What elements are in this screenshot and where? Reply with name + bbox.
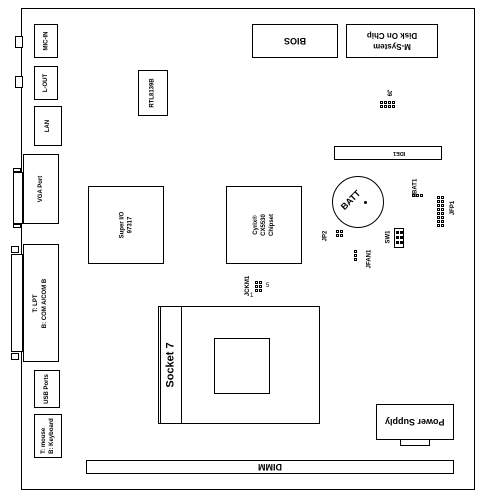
battery-label: BATT xyxy=(338,188,363,212)
ide1-connector: IDE1 xyxy=(334,146,442,160)
chipset-model-label: CX5530 xyxy=(260,214,267,236)
socket-7-inner xyxy=(214,338,270,394)
ide1-label: IDE1 xyxy=(392,150,405,156)
super-io-label: Super I/O xyxy=(118,211,125,239)
usb-ports-connector: USB Ports xyxy=(34,370,60,408)
mic-in-label: MIC-IN xyxy=(43,31,49,51)
vga-port-tab xyxy=(13,172,23,224)
bios-label: BIOS xyxy=(283,36,306,46)
jckm1-pin1-label: 1 xyxy=(250,293,254,299)
cx5530-chipset: Cyrix® CX5530 Chipset xyxy=(226,186,302,264)
disk-on-chip: M-System Disk On Chip xyxy=(346,24,438,58)
m-system-label: M-System xyxy=(373,42,411,51)
rtl8139b-label: RTL8139B xyxy=(150,78,156,108)
j9-label: J9 xyxy=(385,89,392,97)
mic-in-connector: MIC-IN xyxy=(34,24,58,58)
battery: BATT xyxy=(332,176,384,228)
jbat1-label: JBAT1 xyxy=(412,178,419,198)
jp2-label: JP2 xyxy=(322,230,329,242)
l-out-label: L-OUT xyxy=(42,73,49,93)
disk-on-chip-label: Disk On Chip xyxy=(366,31,418,40)
vga-port-connector: VGA Port xyxy=(23,154,59,224)
lpt-port-screw-top xyxy=(11,246,19,253)
power-supply-latch xyxy=(400,440,430,446)
lan-connector: LAN xyxy=(34,106,62,146)
sw1-switch xyxy=(394,228,404,248)
jfan1-label: JFAN1 xyxy=(366,249,373,269)
power-supply-label: Power Supply xyxy=(385,417,445,427)
rtl8139b-chip: RTL8139B xyxy=(138,70,168,116)
lpt-label: T: LPT xyxy=(33,294,40,313)
lpt-port-screw-bottom xyxy=(11,353,19,360)
usb-ports-label: USB Ports xyxy=(44,374,51,404)
jckm1-jumper xyxy=(255,281,265,295)
com-label: B: COM A/COM B xyxy=(42,278,49,328)
sw1-label-text: SW1 xyxy=(385,230,392,244)
jfp1-header xyxy=(437,196,447,232)
chipset-brand-label: Cyrix® xyxy=(252,215,259,235)
jfan1-header xyxy=(352,250,360,264)
l-out-jack-tab xyxy=(15,76,23,88)
j9-header xyxy=(380,101,398,115)
vga-port-screw-top xyxy=(13,168,21,172)
chipset-label: Chipset xyxy=(268,213,275,237)
super-io-chip: Super I/O 97317 xyxy=(88,186,164,264)
bios-chip: BIOS xyxy=(252,24,338,58)
ps2-keyboard-label: B: Keyboard xyxy=(49,418,56,454)
ps2-connector: T: mouse B: Keyboard xyxy=(34,414,62,458)
jbat1-jumper xyxy=(412,193,426,199)
jfp1-label: JFP1 xyxy=(450,200,457,216)
vga-port-label: VGA Port xyxy=(37,175,44,203)
socket-7-lever: Socket 7 xyxy=(160,306,182,424)
battery-dot xyxy=(364,201,367,204)
lpt-port-tab xyxy=(11,254,23,352)
l-out-connector: L-OUT xyxy=(34,66,58,100)
dimm-label: DIMM xyxy=(258,462,282,472)
lpt-com-connector: T: LPT B: COM A/COM B xyxy=(23,244,59,362)
jckm1-pin5-label: 5 xyxy=(266,283,270,289)
dimm-slot: DIMM xyxy=(86,460,454,474)
power-supply-connector: Power Supply xyxy=(376,404,454,440)
vga-port-screw-bottom xyxy=(13,224,21,228)
mic-in-jack-tab xyxy=(15,36,23,48)
lan-label: LAN xyxy=(45,119,51,133)
super-io-model-label: 97317 xyxy=(126,216,133,234)
socket-7-label: Socket 7 xyxy=(165,342,177,388)
ps2-mouse-label: T: mouse xyxy=(41,427,48,454)
jp2-jumper xyxy=(336,230,346,240)
